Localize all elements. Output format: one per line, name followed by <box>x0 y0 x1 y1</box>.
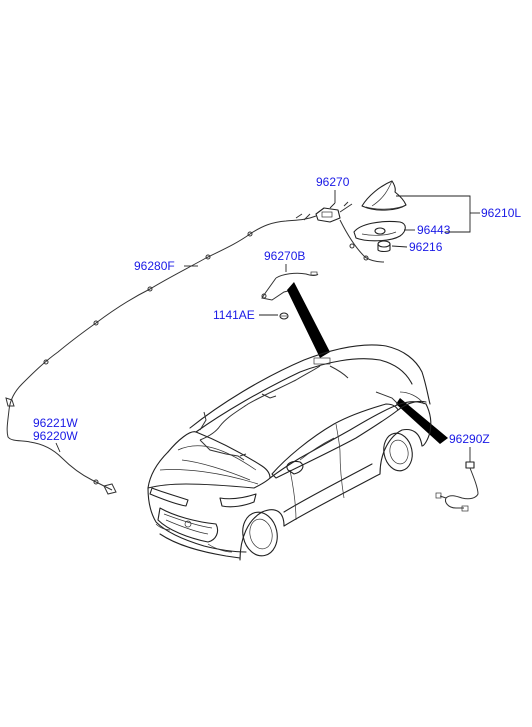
part-label-96210L[interactable]: 96210L <box>481 206 521 220</box>
car-body <box>147 344 432 561</box>
part-label-96216[interactable]: 96216 <box>409 240 443 254</box>
part-label-96290Z[interactable]: 96290Z <box>449 432 490 446</box>
cable-96270B[interactable] <box>261 271 319 301</box>
part-label-1141AE[interactable]: 1141AE <box>213 308 255 322</box>
shark-fin-antenna[interactable] <box>361 180 407 211</box>
part-label-96280F[interactable]: 96280F <box>134 259 175 273</box>
antenna-base-plate[interactable] <box>353 220 406 242</box>
part-label-96270[interactable]: 96270 <box>316 175 350 189</box>
part-label-96443[interactable]: 96443 <box>417 223 451 237</box>
antenna-nut-96443[interactable] <box>374 227 386 235</box>
screw-1141AE[interactable] <box>279 312 289 320</box>
part-label-96221W[interactable]: 96221W <box>33 416 78 430</box>
feeder-cable-96280F[interactable] <box>5 213 385 495</box>
interior-wiring <box>199 357 399 461</box>
leader-lines <box>55 190 480 462</box>
pointer-wedge-rear <box>396 398 448 444</box>
pointer-wedge-roof <box>287 282 330 358</box>
cable-96290Z[interactable] <box>435 461 479 512</box>
part-label-96270B[interactable]: 96270B <box>264 249 305 263</box>
part-label-96220W[interactable]: 96220W <box>33 429 78 443</box>
antenna-module-96270[interactable] <box>315 201 353 223</box>
antenna-nut-96216[interactable] <box>377 240 391 253</box>
